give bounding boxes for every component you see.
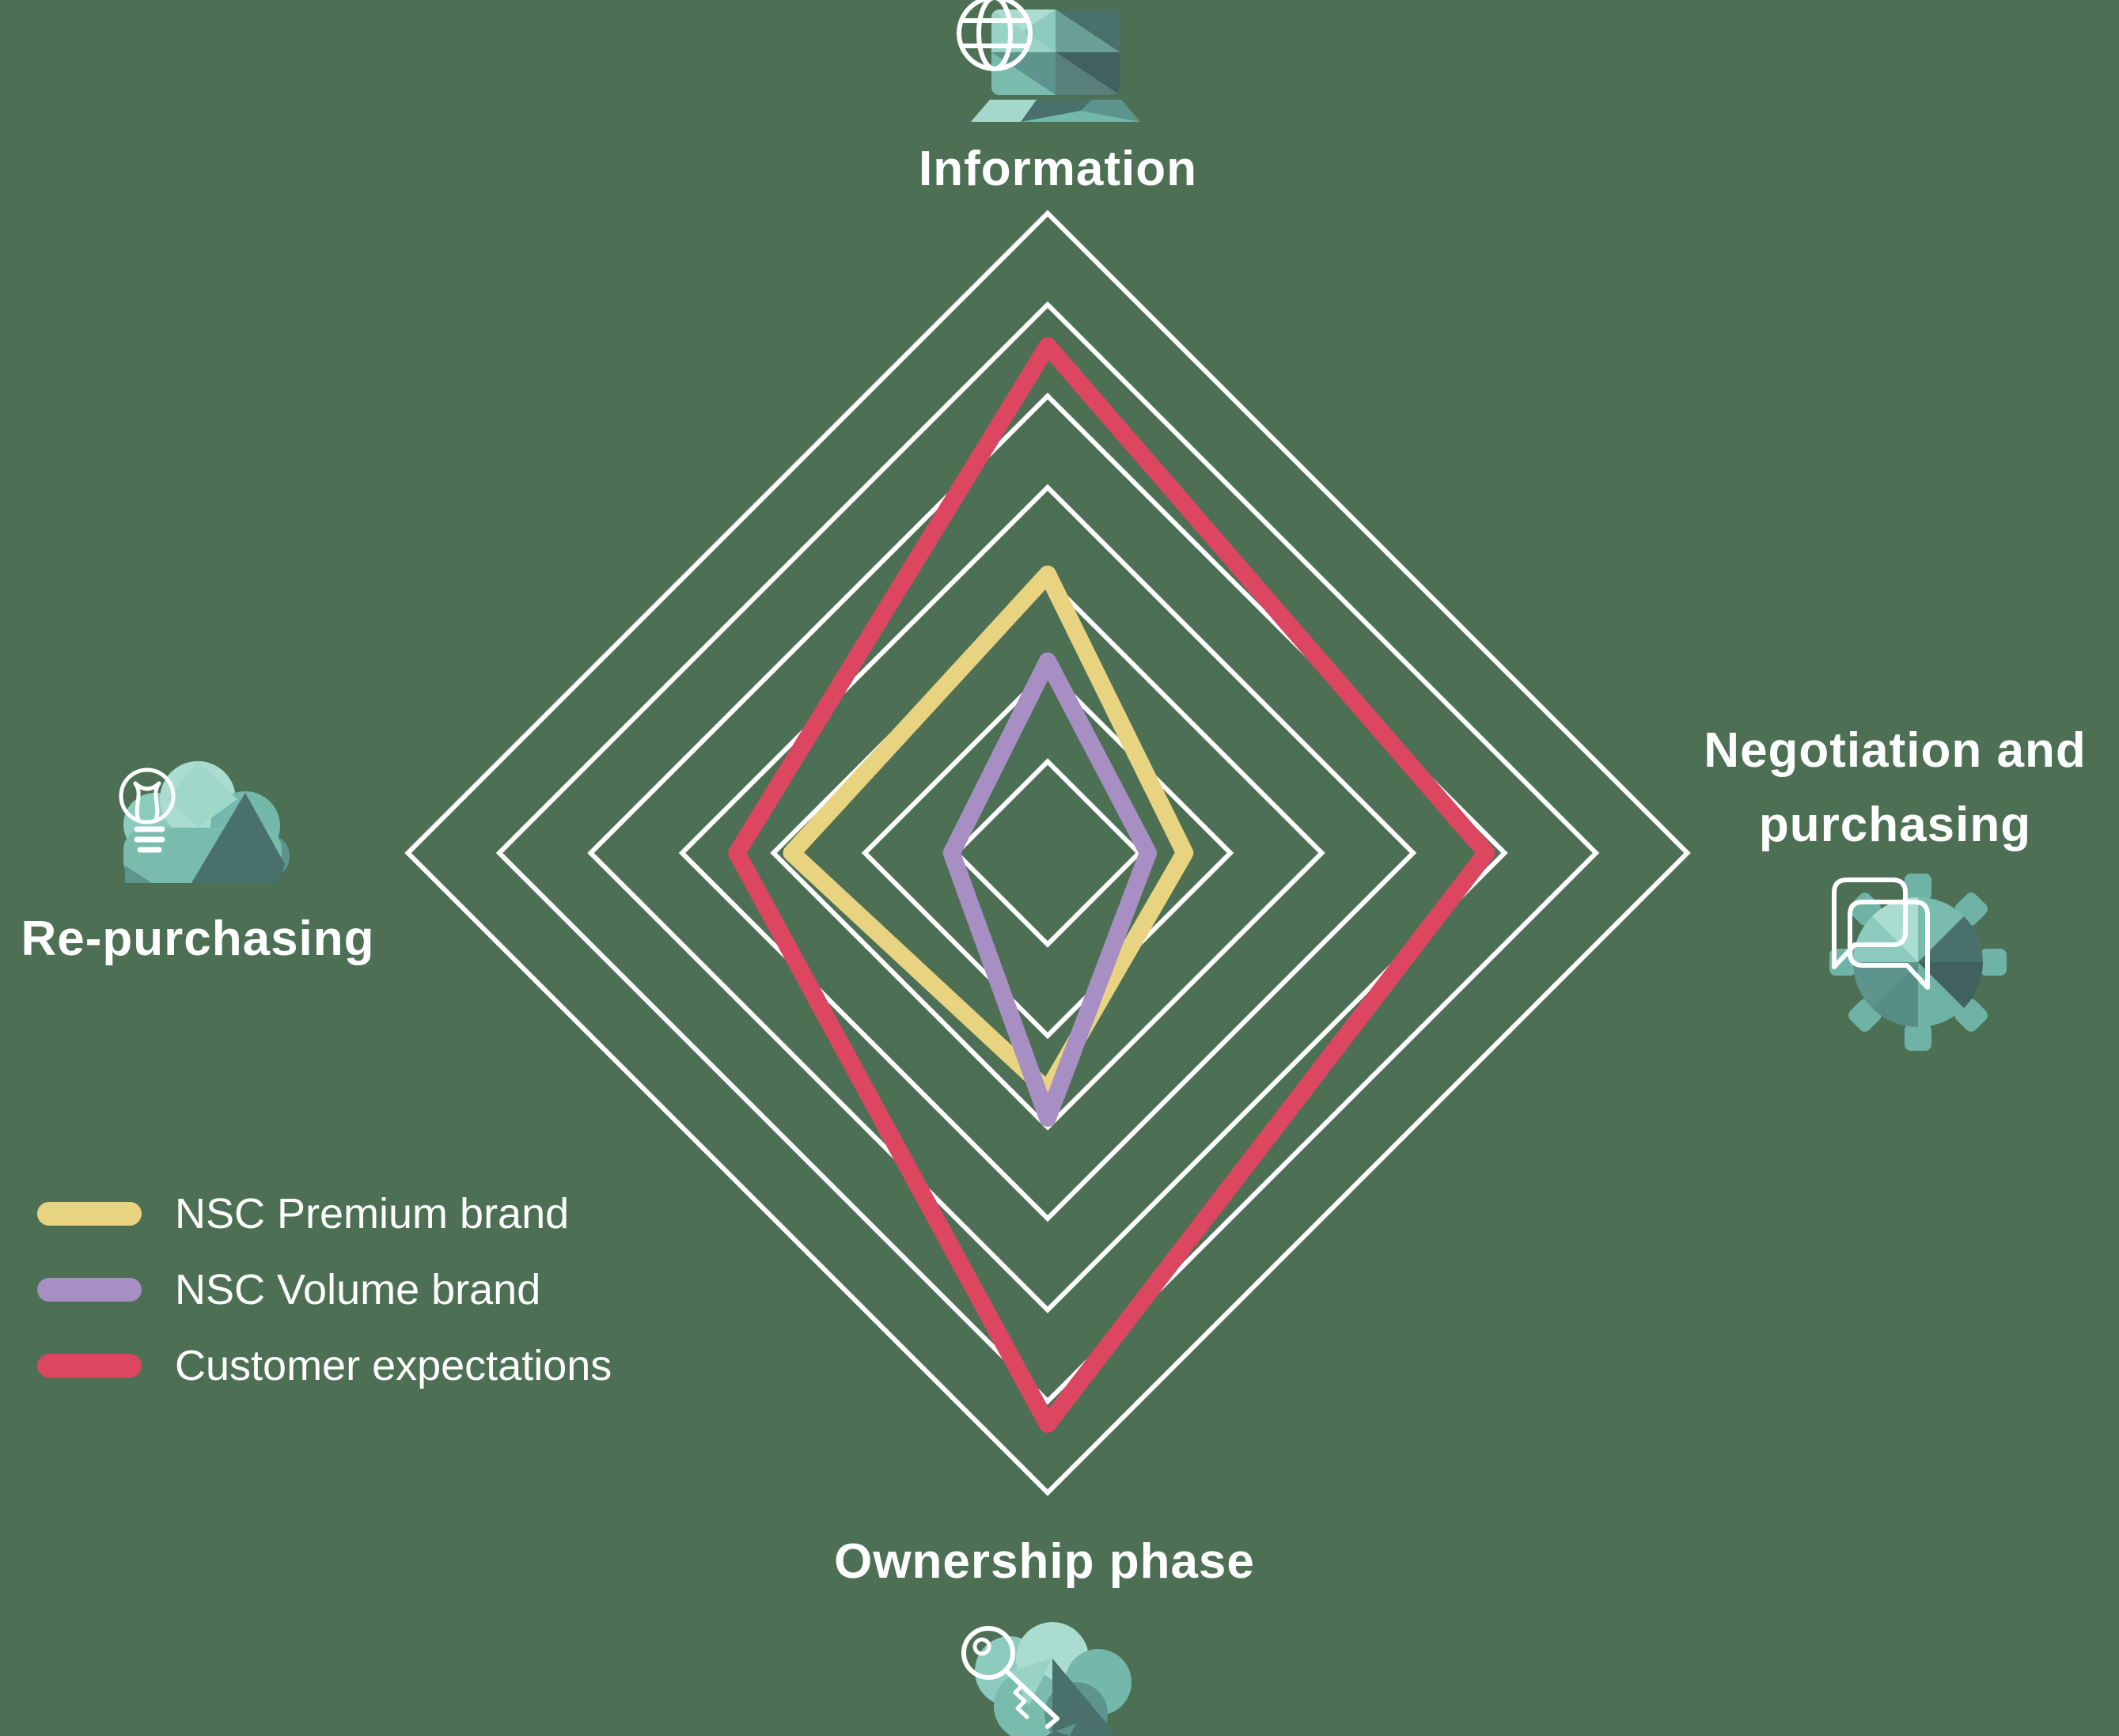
speech-bubbles-gear-icon	[1829, 874, 2007, 1051]
legend-swatch-premium	[37, 1202, 142, 1226]
axis-label-negotiation: Negotiation and purchasing	[1704, 714, 2086, 862]
axis-label-ownership: Ownership phase	[834, 1534, 1255, 1589]
series-nsc-premium-brand	[783, 565, 1194, 1100]
axis-label-repurchasing: Re-purchasing	[21, 912, 375, 966]
key-brain-icon	[961, 1622, 1132, 1736]
legend-label-expectations: Customer expectations	[175, 1342, 612, 1389]
grid-ring-6	[495, 301, 1600, 1405]
grid-ring-7	[404, 210, 1691, 1496]
axis-label-negotiation-line1: Negotiation and	[1704, 723, 2087, 778]
legend-swatch-expectations	[37, 1354, 142, 1378]
axis-label-information: Information	[919, 142, 1197, 196]
legend-item-volume: NSC Volume brand	[37, 1266, 541, 1313]
lightbulb-cloud-icon	[119, 761, 290, 883]
globe-laptop-icon	[957, 0, 1140, 122]
legend-label-premium: NSC Premium brand	[175, 1190, 570, 1238]
series-customer-expectations	[728, 336, 1495, 1433]
axis-label-negotiation-line2: purchasing	[1758, 798, 2032, 852]
legend-item-premium: NSC Premium brand	[37, 1190, 570, 1238]
legend-item-expectations: Customer expectations	[37, 1342, 612, 1389]
series-polygons	[728, 336, 1495, 1433]
series-nsc-volume-brand	[942, 652, 1158, 1127]
grid-ring-1	[953, 758, 1143, 948]
legend-swatch-volume	[37, 1278, 142, 1302]
grid-ring-2	[861, 666, 1234, 1040]
grid-rings	[404, 210, 1691, 1496]
legend-label-volume: NSC Volume brand	[175, 1266, 541, 1313]
